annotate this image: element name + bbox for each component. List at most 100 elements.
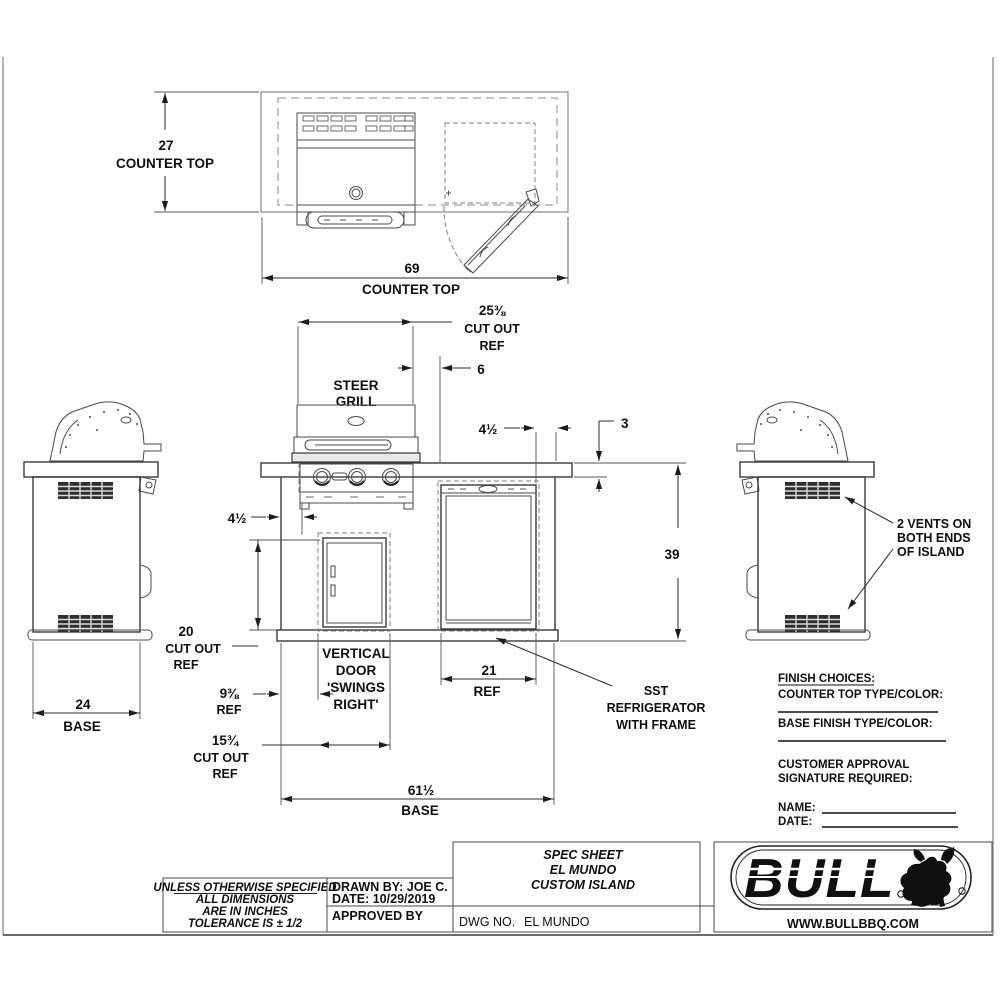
website-text: WWW.BULLBBQ.COM <box>787 917 919 931</box>
dim-1534-a: CUT OUT <box>193 751 249 765</box>
fridge-label-3: WITH FRAME <box>616 718 696 732</box>
grill-plan-view <box>296 112 416 229</box>
vents-label-2: BOTH ENDS <box>897 531 971 545</box>
dim-21-a: REF <box>474 684 501 699</box>
fridge-badge <box>478 485 498 493</box>
dim-counter-width: 69 COUNTER TOP <box>261 217 569 297</box>
dim-3-value: 3 <box>621 416 629 431</box>
refrigerator-front <box>437 480 540 632</box>
bull-silhouette-icon <box>900 847 955 907</box>
finish-choices-block: FINISH CHOICES: COUNTER TOP TYPE/COLOR: … <box>778 673 958 828</box>
dim-6-value: 6 <box>477 362 485 377</box>
finish-approval-2: SIGNATURE REQUIRED: <box>778 773 913 785</box>
fridge-label-1: SST <box>644 684 669 698</box>
open-door-leaf <box>463 188 540 274</box>
tolerance-line-3: ARE IN INCHES <box>201 906 288 918</box>
fridge-callout: SST REFRIGERATOR WITH FRAME <box>495 637 706 732</box>
dim-2538-value: 25⅜ <box>479 303 506 318</box>
bull-logo: BULL WWW.BULLBBQ.COM <box>730 845 972 931</box>
front-view: 25⅜ CUT OUT REF 6 STEER GRILL <box>165 303 705 818</box>
counter-slab-front <box>260 462 573 478</box>
dim-1534-b: REF <box>213 767 238 781</box>
door-label-4: RIGHT' <box>333 697 378 712</box>
fridge-label-2: REFRIGERATOR <box>607 701 706 715</box>
dim-21-value: 21 <box>481 663 497 678</box>
grill-logo-plate <box>331 472 348 481</box>
grill-knobs <box>313 468 400 486</box>
dim-door-height: 20 CUT OUT REF <box>165 539 320 672</box>
dim-fridge-width: 21 REF <box>440 633 537 699</box>
dim-938-value: 9⅜ <box>220 686 240 701</box>
finish-approval-1: CUSTOMER APPROVAL <box>778 759 909 771</box>
dim-counter-depth: 27 COUNTER TOP <box>116 91 259 213</box>
dim-20-a: CUT OUT <box>165 642 221 656</box>
dim-island-height: 39 <box>560 462 686 642</box>
dim-counter-thickness: 3 <box>574 416 629 492</box>
dim-938-a: REF <box>217 703 242 717</box>
grill-label-2: GRILL <box>336 394 377 409</box>
dim-24-value: 24 <box>75 697 91 712</box>
vents-label-3: OF ISLAND <box>897 545 964 559</box>
dwg-no-value: EL MUNDO <box>524 915 590 929</box>
approved-by: APPROVED BY <box>332 909 424 923</box>
dim-27-value: 27 <box>158 138 173 153</box>
grill-front-view <box>291 404 421 510</box>
grill-label-1: STEER <box>333 378 378 393</box>
dim-2538-a: CUT OUT <box>464 322 520 336</box>
dim-grill-offset: 4½ <box>228 503 317 535</box>
door-cutout-plan <box>444 122 536 204</box>
door-label-3: 'SWINGS <box>327 680 385 695</box>
dim-fridge-offset: 4½ <box>479 422 571 483</box>
dim-615-value: 61½ <box>408 783 434 798</box>
tolerance-line-1: UNLESS OTHERWISE SPECIFIED <box>153 882 336 894</box>
dim-69-value: 69 <box>404 261 419 276</box>
drawn-by: DRAWN BY: JOE C. <box>332 880 448 894</box>
logo-box <box>713 841 993 933</box>
dim-20-value: 20 <box>178 624 193 639</box>
dim-door-left-offset: 9⅜ REF <box>217 633 333 717</box>
finish-counter-label: COUNTER TOP TYPE/COLOR: <box>778 689 943 701</box>
registered-mark-icon <box>897 890 905 898</box>
top-view: 27 COUNTER TOP 69 COUNTER TOP <box>116 91 569 297</box>
left-side-view: 24 BASE <box>24 402 161 734</box>
right-side-view: 2 VENTS ON BOTH ENDS OF ISLAND <box>737 402 971 640</box>
sheet-border <box>2 57 994 936</box>
door-swing-arc <box>443 205 467 269</box>
spec-title-2: EL MUNDO <box>550 863 617 877</box>
door-plan-view <box>443 122 540 274</box>
dim-1534-value: 15¾ <box>212 733 240 748</box>
door-label-2: DOOR <box>336 663 377 678</box>
dim-45-fridge: 4½ <box>479 422 498 437</box>
door-label-1: VERTICAL <box>322 646 390 661</box>
vertical-door-front <box>317 532 391 632</box>
dim-24-a: BASE <box>63 719 101 734</box>
dim-615-a: BASE <box>401 803 439 818</box>
finish-name-label: NAME: <box>778 802 816 814</box>
dim-base-width: 61½ BASE <box>280 643 555 818</box>
dim-39-value: 39 <box>664 547 679 562</box>
dim-27-caption: COUNTER TOP <box>116 156 214 171</box>
dwg-no-label: DWG NO. <box>459 915 515 929</box>
dim-gap-6: 6 <box>398 356 485 462</box>
finish-base-label: BASE FINISH TYPE/COLOR: <box>778 718 933 730</box>
drawn-date: DATE: 10/29/2019 <box>332 892 435 906</box>
dim-2538-b: REF <box>480 339 505 353</box>
tolerance-line-2: ALL DIMENSIONS <box>195 894 295 906</box>
base-hidden-outline <box>277 97 558 206</box>
dim-69-caption: COUNTER TOP <box>362 282 460 297</box>
title-block: UNLESS OTHERWISE SPECIFIED ALL DIMENSION… <box>153 841 993 933</box>
dim-grill-cutout: 25⅜ CUT OUT REF <box>297 303 520 404</box>
vents-callout: 2 VENTS ON BOTH ENDS OF ISLAND <box>844 496 971 610</box>
vents-label-1: 2 VENTS ON <box>897 517 971 531</box>
dim-door-cutout-width: 15¾ CUT OUT REF <box>193 633 391 781</box>
finish-date-label: DATE: <box>778 816 812 828</box>
registered-mark-icon-2 <box>958 887 966 895</box>
dim-20-b: REF <box>174 658 199 672</box>
finish-title: FINISH CHOICES: <box>778 673 875 685</box>
spec-title-1: SPEC SHEET <box>543 848 624 862</box>
door-handle <box>330 565 336 578</box>
dim-45-grill: 4½ <box>228 511 247 526</box>
spec-title-3: CUSTOM ISLAND <box>531 878 635 892</box>
